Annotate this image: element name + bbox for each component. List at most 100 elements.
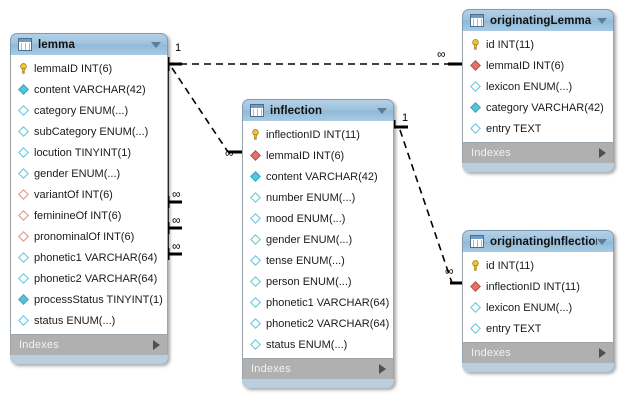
- chevron-down-icon[interactable]: [597, 238, 607, 245]
- column-nullable-icon: [250, 192, 261, 203]
- foreign-key-nullable-icon: [18, 189, 29, 200]
- column-nullable-icon: [18, 252, 29, 263]
- column-row[interactable]: mood ENUM(...): [243, 208, 393, 229]
- relationship-inflection-originatinginflection[interactable]: [392, 120, 462, 285]
- column-label: subCategory ENUM(...): [34, 125, 149, 138]
- table-originatinginflection[interactable]: originatingInflection id INT(11) inflectio…: [462, 230, 614, 372]
- column-row[interactable]: lexicon ENUM(...): [463, 297, 613, 318]
- column-nullable-icon: [18, 126, 29, 137]
- column-nullable-icon: [250, 318, 261, 329]
- column-notnull-icon: [18, 84, 29, 95]
- table-header[interactable]: originatingLemma: [462, 9, 614, 31]
- column-row[interactable]: lemmaID INT(6): [11, 58, 167, 79]
- column-label: variantOf INT(6): [34, 188, 113, 201]
- column-row[interactable]: status ENUM(...): [11, 310, 167, 331]
- column-row[interactable]: phonetic1 VARCHAR(64): [11, 247, 167, 268]
- expand-triangle-icon[interactable]: [379, 364, 386, 374]
- primary-key-icon: [20, 63, 27, 74]
- indexes-label: Indexes: [471, 147, 511, 159]
- table-header[interactable]: inflection: [242, 99, 394, 121]
- chevron-down-icon[interactable]: [377, 107, 387, 114]
- column-row[interactable]: content VARCHAR(42): [11, 79, 167, 100]
- column-row[interactable]: inflectionID INT(11): [243, 124, 393, 145]
- indexes-label: Indexes: [19, 339, 59, 351]
- expand-triangle-icon[interactable]: [599, 148, 606, 158]
- column-row[interactable]: lemmaID INT(6): [243, 145, 393, 166]
- column-row[interactable]: tense ENUM(...): [243, 250, 393, 271]
- relationship-lemma-inflection[interactable]: [171, 67, 242, 154]
- column-list: inflectionID INT(11)lemmaID INT(6) conten…: [242, 121, 394, 359]
- table-lemma[interactable]: lemma lemmaID INT(6)content VARCHAR(42) ca…: [10, 33, 168, 364]
- cardinality-label: ∞: [445, 264, 454, 278]
- column-row[interactable]: id INT(11): [463, 255, 613, 276]
- indexes-section[interactable]: Indexes: [242, 359, 394, 379]
- column-nullable-icon: [470, 123, 481, 134]
- column-label: processStatus TINYINT(1): [34, 293, 163, 306]
- cardinality-label: 1: [175, 42, 182, 54]
- table-header[interactable]: lemma: [10, 33, 168, 55]
- indexes-section[interactable]: Indexes: [10, 335, 168, 355]
- column-list: id INT(11) inflectionID INT(11)lexicon EN…: [462, 252, 614, 343]
- column-row[interactable]: lemmaID INT(6): [463, 55, 613, 76]
- column-nullable-icon: [250, 255, 261, 266]
- indexes-section[interactable]: Indexes: [462, 143, 614, 163]
- column-row[interactable]: category ENUM(...): [11, 100, 167, 121]
- column-row[interactable]: status ENUM(...): [243, 334, 393, 355]
- column-label: lexicon ENUM(...): [486, 80, 573, 93]
- column-row[interactable]: phonetic1 VARCHAR(64): [243, 292, 393, 313]
- cardinality-label: 1: [402, 112, 409, 124]
- column-label: content VARCHAR(42): [266, 170, 378, 183]
- column-row[interactable]: category VARCHAR(42): [463, 97, 613, 118]
- chevron-down-icon[interactable]: [597, 17, 607, 24]
- column-label: id INT(11): [486, 259, 535, 272]
- column-row[interactable]: pronominalOf INT(6): [11, 226, 167, 247]
- expand-triangle-icon[interactable]: [153, 340, 160, 350]
- column-label: entry TEXT: [486, 122, 542, 135]
- column-row[interactable]: id INT(11): [463, 34, 613, 55]
- foreign-key-notnull-icon: [470, 60, 481, 71]
- column-row[interactable]: phonetic2 VARCHAR(64): [243, 313, 393, 334]
- table-originatinglemma[interactable]: originatingLemma id INT(11)lemmaID INT(6)…: [462, 9, 614, 172]
- column-row[interactable]: content VARCHAR(42): [243, 166, 393, 187]
- relationship-lemma-originatinglemma[interactable]: [166, 57, 462, 71]
- column-nullable-icon: [18, 273, 29, 284]
- table-icon: [18, 38, 32, 51]
- column-row[interactable]: processStatus TINYINT(1): [11, 289, 167, 310]
- column-list: id INT(11)lemmaID INT(6) lexicon ENUM(...…: [462, 31, 614, 143]
- column-nullable-icon: [18, 315, 29, 326]
- column-row[interactable]: phonetic2 VARCHAR(64): [11, 268, 167, 289]
- column-row[interactable]: variantOf INT(6): [11, 184, 167, 205]
- column-label: locution TINYINT(1): [34, 146, 131, 159]
- indexes-section[interactable]: Indexes: [462, 343, 614, 363]
- column-row[interactable]: subCategory ENUM(...): [11, 121, 167, 142]
- column-row[interactable]: entry TEXT: [463, 318, 613, 339]
- column-row[interactable]: feminineOf INT(6): [11, 205, 167, 226]
- primary-key-icon: [252, 129, 259, 140]
- foreign-key-notnull-icon: [250, 150, 261, 161]
- column-nullable-icon: [18, 147, 29, 158]
- column-nullable-icon: [470, 302, 481, 313]
- column-row[interactable]: inflectionID INT(11): [463, 276, 613, 297]
- cardinality-label: ∞: [172, 213, 181, 227]
- table-name: originatingLemma: [490, 14, 592, 27]
- column-label: entry TEXT: [486, 322, 542, 335]
- expand-triangle-icon[interactable]: [599, 348, 606, 358]
- chevron-down-icon[interactable]: [151, 41, 161, 48]
- column-row[interactable]: number ENUM(...): [243, 187, 393, 208]
- column-label: phonetic2 VARCHAR(64): [34, 272, 158, 285]
- column-row[interactable]: entry TEXT: [463, 118, 613, 139]
- cardinality-label: ∞: [172, 187, 181, 201]
- column-notnull-icon: [18, 294, 29, 305]
- column-nullable-icon: [470, 323, 481, 334]
- column-label: category ENUM(...): [34, 104, 129, 117]
- column-row[interactable]: gender ENUM(...): [11, 163, 167, 184]
- table-icon: [470, 14, 484, 27]
- table-header[interactable]: originatingInflection: [462, 230, 614, 252]
- primary-key-icon: [472, 39, 479, 50]
- column-notnull-icon: [470, 102, 481, 113]
- column-row[interactable]: person ENUM(...): [243, 271, 393, 292]
- column-row[interactable]: locution TINYINT(1): [11, 142, 167, 163]
- column-row[interactable]: gender ENUM(...): [243, 229, 393, 250]
- column-row[interactable]: lexicon ENUM(...): [463, 76, 613, 97]
